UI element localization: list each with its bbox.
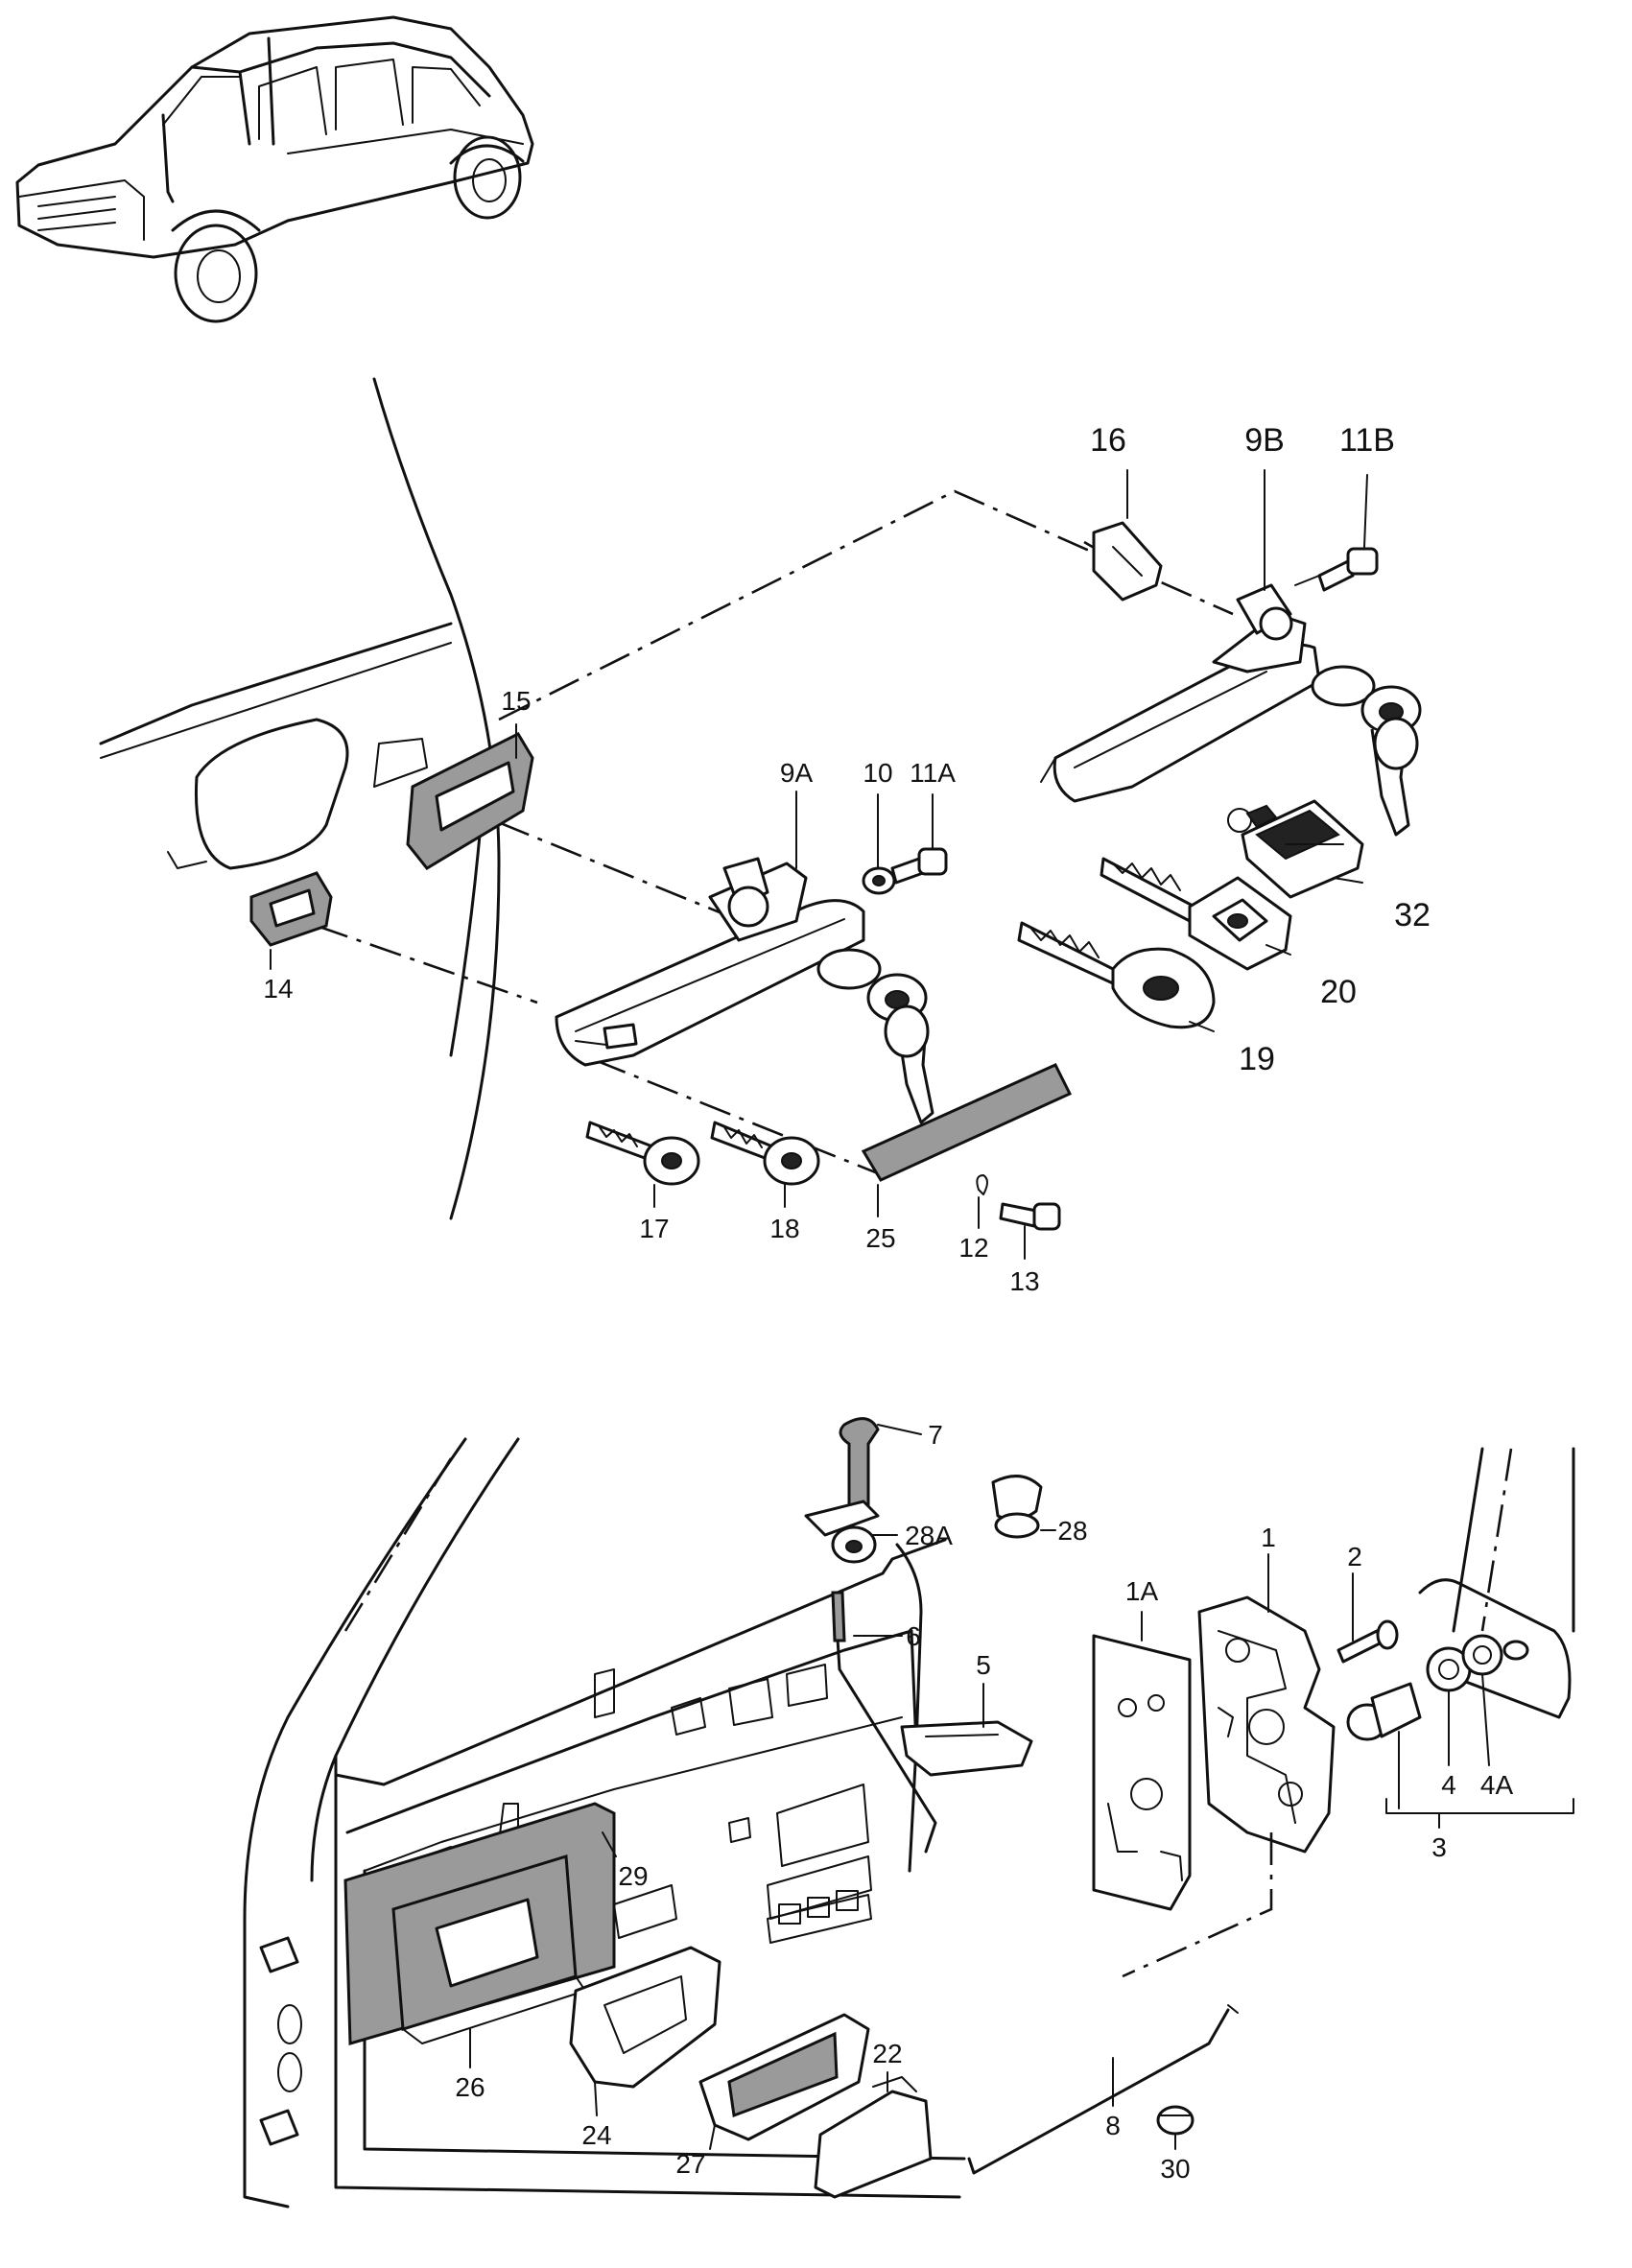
clip-30 bbox=[1156, 2105, 1194, 2136]
callout-4: 4 bbox=[1441, 1770, 1456, 1800]
callout-16: 16 bbox=[1090, 422, 1126, 459]
key-19 bbox=[1017, 921, 1216, 1029]
screw-11a bbox=[890, 847, 948, 885]
callout-17: 17 bbox=[639, 1214, 669, 1243]
bracket-3 bbox=[1385, 1798, 1574, 1814]
door-handle-9b bbox=[1040, 583, 1321, 803]
callout-11b: 11B bbox=[1339, 422, 1395, 459]
car-thumbnail bbox=[15, 15, 534, 323]
washer-4a bbox=[1461, 1634, 1503, 1676]
screw-11b bbox=[1294, 547, 1379, 592]
callout-25: 25 bbox=[865, 1223, 895, 1253]
callout-11a: 11A bbox=[910, 758, 956, 788]
callout-27: 27 bbox=[675, 2149, 705, 2179]
callout-26: 26 bbox=[455, 2072, 485, 2102]
rod-8 bbox=[967, 2004, 1239, 2175]
gasket-14 bbox=[249, 871, 333, 947]
lock-rod-6 bbox=[831, 1591, 937, 1854]
grommet-28 bbox=[991, 1475, 1043, 1539]
callout-20: 20 bbox=[1320, 974, 1357, 1010]
callout-14: 14 bbox=[263, 974, 293, 1004]
leader-lines bbox=[270, 469, 1490, 2150]
lock-cylinder-9a bbox=[816, 948, 934, 1124]
lock-cylinder-9b bbox=[1311, 665, 1422, 837]
callout-1a: 1A bbox=[1125, 1576, 1159, 1606]
door-lock-1 bbox=[1197, 1595, 1336, 1854]
screw-2 bbox=[1336, 1619, 1399, 1664]
callout-29: 29 bbox=[618, 1861, 648, 1891]
callout-30: 30 bbox=[1160, 2154, 1190, 2184]
clip-12 bbox=[976, 1174, 988, 1195]
key-20 bbox=[1100, 857, 1292, 971]
callout-13: 13 bbox=[1009, 1266, 1039, 1296]
bezel-27 bbox=[698, 2013, 870, 2141]
callout-19: 19 bbox=[1239, 1041, 1275, 1077]
door-frame-right bbox=[1418, 1447, 1575, 1719]
remote-fob-32 bbox=[1227, 799, 1364, 899]
callout-28a: 28A bbox=[905, 1521, 953, 1550]
insulation-26 bbox=[391, 1855, 586, 2044]
callout-15: 15 bbox=[501, 686, 531, 716]
callout-labels: 16 9B 11B 15 9A 10 11A 32 20 19 14 17 18… bbox=[263, 422, 1513, 2184]
callout-18: 18 bbox=[769, 1214, 799, 1243]
callout-10: 10 bbox=[863, 758, 892, 788]
door-handle-9a bbox=[555, 857, 865, 1067]
callout-32: 32 bbox=[1394, 897, 1431, 933]
callout-2: 2 bbox=[1347, 1542, 1362, 1571]
callout-4a: 4A bbox=[1480, 1770, 1514, 1800]
lock-knob-7 bbox=[839, 1417, 880, 1513]
callout-7: 7 bbox=[928, 1420, 943, 1450]
callout-9a: 9A bbox=[780, 758, 814, 788]
guide-line-lower bbox=[1122, 1832, 1273, 1978]
key-18 bbox=[710, 1121, 820, 1186]
callout-24: 24 bbox=[581, 2120, 611, 2150]
gasket-15 bbox=[406, 732, 534, 870]
screw-13 bbox=[999, 1202, 1061, 1231]
striker-bolt-3 bbox=[1346, 1682, 1422, 1741]
callout-5: 5 bbox=[976, 1650, 991, 1680]
callout-6: 6 bbox=[906, 1621, 921, 1651]
callout-1: 1 bbox=[1261, 1523, 1276, 1552]
callout-22: 22 bbox=[872, 2039, 902, 2068]
key-17 bbox=[585, 1121, 700, 1186]
lock-cover-1a bbox=[1092, 1634, 1192, 1911]
washer-10 bbox=[862, 866, 896, 895]
handle-recess-24 bbox=[569, 1946, 721, 2089]
cover-22 bbox=[814, 2076, 933, 2199]
trim-strip-25 bbox=[861, 1063, 1073, 1182]
seal-16 bbox=[1092, 521, 1163, 602]
callout-3: 3 bbox=[1431, 1832, 1447, 1862]
clip-5 bbox=[900, 1720, 1033, 1777]
callout-8: 8 bbox=[1105, 2111, 1121, 2140]
guide-28a bbox=[804, 1500, 880, 1564]
callout-12: 12 bbox=[958, 1233, 988, 1263]
callout-28: 28 bbox=[1057, 1516, 1087, 1546]
callout-9b: 9B bbox=[1244, 422, 1285, 459]
